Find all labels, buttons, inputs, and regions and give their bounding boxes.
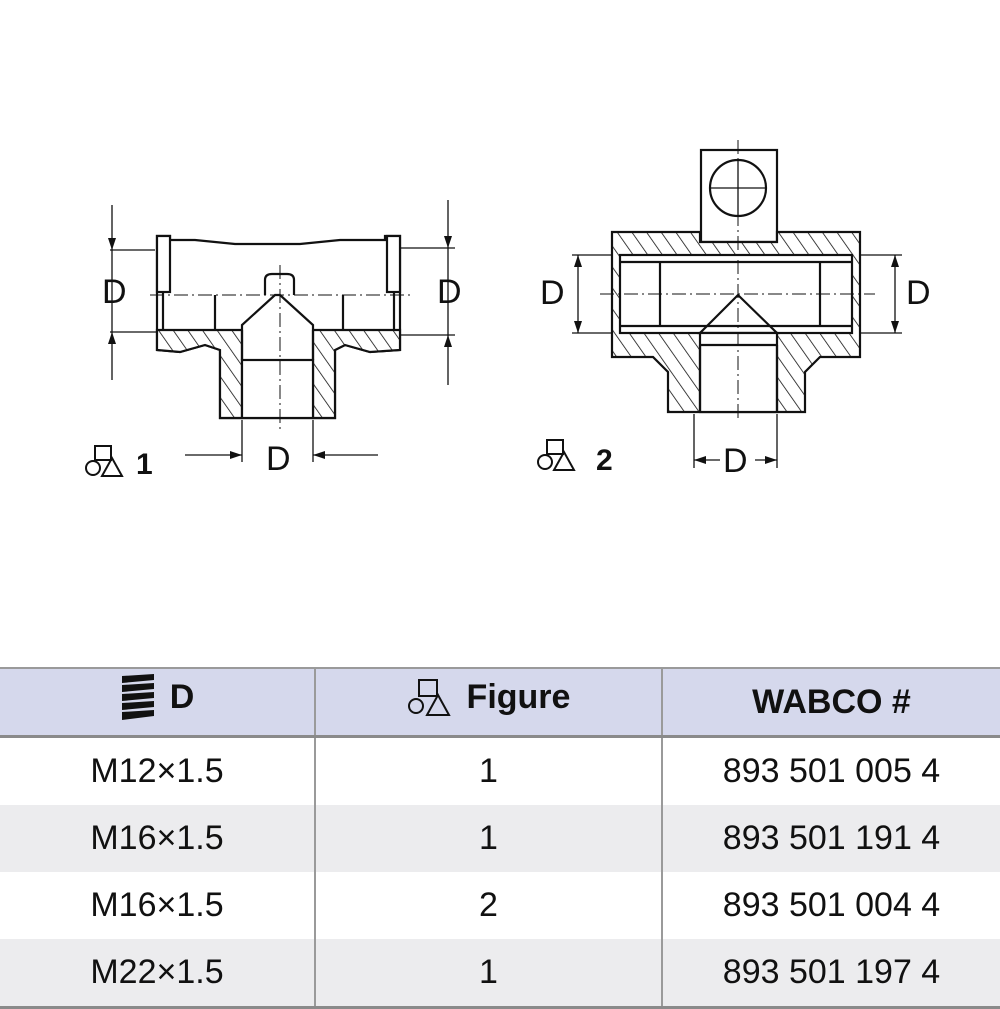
cell-figure: 1 [314, 805, 662, 872]
table-header-row: D Figure WABCO # [0, 668, 1000, 738]
cell-figure: 1 [314, 736, 662, 805]
cell-wabco: 893 501 197 4 [661, 939, 1000, 1009]
figure-2-label: 2 [596, 444, 613, 477]
table-row: M12×1.5 1 893 501 005 4 [0, 736, 1000, 805]
header-d-label: D [169, 678, 195, 716]
parts-table: D Figure WABCO # M12×1.5 1 893 501 005 4… [0, 667, 1000, 1009]
figure-1-dim-bottom: D [266, 440, 291, 478]
cell-figure: 2 [314, 872, 662, 939]
figure-1-dim-right: D [437, 273, 462, 311]
figure-1-drawing [108, 200, 455, 462]
figure-2-drawing [572, 140, 902, 468]
table-row: M16×1.5 1 893 501 191 4 [0, 805, 1000, 872]
figure-2-dim-bottom: D [723, 442, 748, 480]
figure-1-label: 1 [136, 448, 153, 481]
figure-1-dim-left: D [102, 273, 127, 311]
cell-wabco: 893 501 005 4 [661, 736, 1000, 805]
cell-d: M16×1.5 [90, 886, 224, 924]
table-row: M22×1.5 1 893 501 197 4 [0, 939, 1000, 1009]
thread-icon [121, 673, 154, 720]
cell-figure: 1 [314, 939, 662, 1009]
cell-wabco: 893 501 191 4 [661, 805, 1000, 872]
cell-d: M22×1.5 [0, 939, 315, 1009]
cell-d: M12×1.5 [90, 752, 224, 790]
table-row: M16×1.5 2 893 501 004 4 [0, 872, 1000, 939]
figure-2-dim-left: D [540, 274, 565, 312]
figure-2-dim-right: D [906, 274, 931, 312]
technical-drawings: D D D 1 D D D 2 [85, 140, 931, 481]
header-figure-label: Figure [466, 678, 571, 716]
header-d: D [0, 668, 315, 738]
shapes-icon [85, 445, 124, 477]
cell-wabco: 893 501 004 4 [661, 872, 1000, 939]
cell-d: M16×1.5 [0, 805, 315, 872]
header-wabco: WABCO # [661, 668, 1000, 738]
shapes-icon [407, 678, 451, 716]
shapes-icon [537, 439, 576, 471]
header-figure: Figure [314, 668, 662, 738]
